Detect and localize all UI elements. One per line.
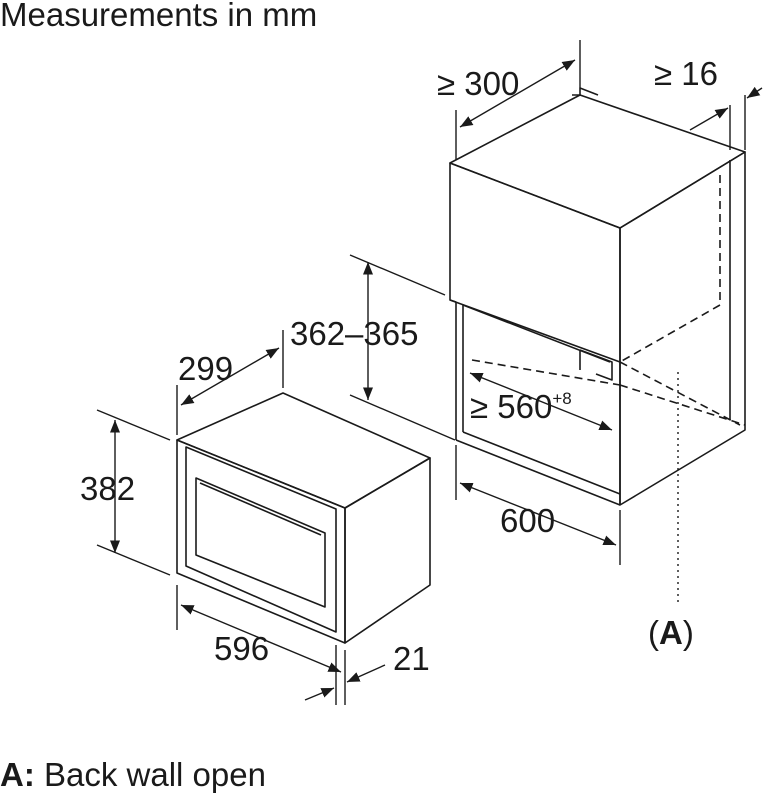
label-appliance-height: 382	[80, 470, 135, 507]
dim-appliance-width	[176, 585, 346, 705]
legend: A: Back wall open	[0, 756, 266, 794]
label-niche-width-tol: +8	[552, 389, 571, 408]
label-niche-height: 362–365	[290, 315, 418, 352]
label-niche-width: ≥ 560+8	[470, 388, 572, 425]
dim-top-gap	[689, 86, 763, 150]
callout-a-label: (A)	[648, 614, 694, 651]
label-cabinet-width: 600	[500, 502, 555, 539]
cabinet-hidden-lines	[471, 175, 746, 426]
dim-appliance-height	[96, 409, 171, 576]
dim-niche-height	[349, 254, 456, 441]
dim-top-depth	[455, 40, 581, 160]
dim-front-depth	[304, 645, 386, 705]
label-front-depth: 21	[393, 640, 430, 677]
label-niche-width-min: ≥ 560	[470, 388, 552, 425]
legend-text: Back wall open	[44, 756, 266, 793]
wall-cabinet	[449, 87, 746, 506]
page-title: Measurements in mm	[0, 0, 318, 33]
label-top-depth: ≥ 300	[437, 65, 519, 102]
callout-a-letter: A	[659, 614, 683, 651]
dim-cabinet-width	[455, 445, 621, 565]
dim-appliance-depth	[176, 330, 284, 435]
label-top-gap: ≥ 16	[654, 55, 718, 92]
label-appliance-depth: 299	[178, 350, 233, 387]
legend-key: A:	[0, 756, 35, 793]
microwave-appliance	[176, 392, 431, 644]
label-appliance-width: 596	[214, 630, 269, 667]
dim-niche-width	[469, 372, 613, 431]
